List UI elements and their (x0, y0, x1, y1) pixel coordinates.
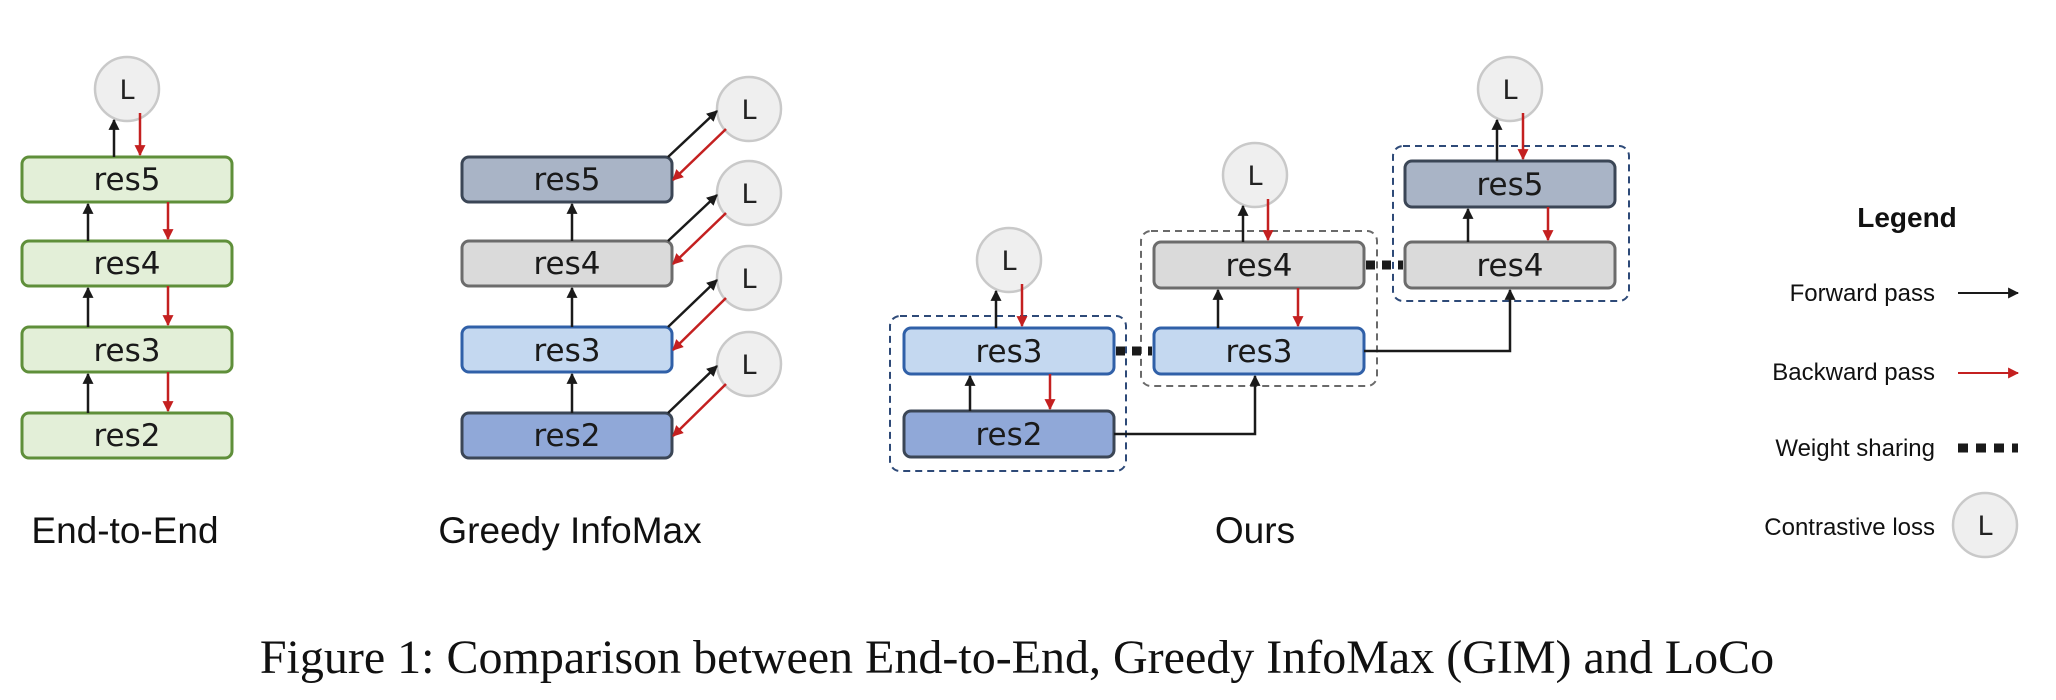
block-label: res2 (975, 417, 1042, 453)
panel-end-to-end: L res5 res4 res3 res2 End-to-End (20, 55, 234, 551)
loss-label: L (741, 264, 756, 295)
panel-title: Ours (1215, 510, 1295, 551)
panel-title: Greedy InfoMax (438, 510, 702, 551)
legend: Legend Forward pass Backward pass Weight… (1764, 202, 2020, 559)
legend-label-backward: Backward pass (1772, 359, 1935, 386)
block-label: res5 (533, 162, 600, 198)
backward-arrow (672, 297, 727, 351)
block-label: res3 (533, 333, 600, 369)
panel-title: End-to-End (31, 510, 218, 551)
stage-group-2 (1140, 230, 1378, 387)
legend-title: Legend (1857, 202, 1957, 233)
loss-label: L (741, 95, 756, 126)
block-res2: res2 (902, 409, 1116, 459)
forward-connector (1114, 374, 1261, 436)
stage-group-1 (889, 315, 1127, 472)
block-res5: res5 (20, 155, 234, 204)
block-label: res4 (93, 246, 160, 282)
loss-node: L (1221, 141, 1289, 209)
loss-node: L (715, 330, 783, 398)
forward-arrow (667, 279, 718, 328)
block-res5: res5 (1403, 159, 1617, 209)
block-label: res3 (1225, 334, 1292, 370)
loss-node: L (715, 159, 783, 227)
block-res3: res3 (20, 325, 234, 374)
block-label: res4 (1225, 248, 1292, 284)
loss-label: L (1502, 75, 1517, 106)
loss-node: L (975, 226, 1043, 294)
block-label: res4 (1476, 248, 1543, 284)
loss-node: L (715, 244, 783, 312)
backward-arrow (672, 128, 727, 181)
block-label: res2 (533, 418, 600, 454)
forward-arrow (667, 194, 718, 242)
block-label: res3 (975, 334, 1042, 370)
block-res2: res2 (20, 411, 234, 460)
block-label: res4 (533, 246, 600, 282)
loss-label: L (741, 350, 756, 381)
block-label: res5 (1476, 167, 1543, 203)
block-label: res5 (93, 162, 160, 198)
block-res5: res5 (460, 155, 674, 204)
loss-label: L (1001, 246, 1016, 277)
loss-label: L (741, 179, 756, 210)
forward-connector (1364, 288, 1516, 353)
block-res4: res4 (460, 239, 674, 288)
block-res4: res4 (1152, 240, 1366, 290)
block-res2: res2 (460, 411, 674, 460)
stage-group-3 (1392, 145, 1630, 302)
loss-node: L (715, 75, 783, 143)
forward-arrow (667, 365, 718, 414)
figure-caption: Figure 1: Comparison between End-to-End,… (260, 631, 1774, 684)
legend-loss-icon: L (1951, 491, 2019, 559)
backward-arrow (672, 212, 727, 265)
loss-label: L (1247, 161, 1262, 192)
forward-arrow (667, 110, 718, 158)
block-res3: res3 (460, 325, 674, 374)
legend-label-forward: Forward pass (1790, 280, 1935, 307)
legend-label-weight-sharing: Weight sharing (1775, 435, 1935, 462)
block-res4: res4 (20, 239, 234, 288)
panel-ours: res3 res2 L res4 res3 L (889, 55, 1630, 551)
block-res3: res3 (902, 326, 1116, 376)
loss-label: L (1977, 511, 1992, 542)
panel-greedy-infomax: res5 res4 res3 res2 L L L (438, 75, 783, 551)
block-label: res2 (93, 418, 160, 454)
loss-label: L (119, 75, 134, 106)
backward-arrow (672, 383, 727, 437)
loss-node: L (1476, 55, 1544, 123)
block-res4: res4 (1403, 240, 1617, 290)
legend-label-contrastive: Contrastive loss (1764, 514, 1935, 541)
block-label: res3 (93, 333, 160, 369)
loss-node: L (93, 55, 161, 123)
block-res3: res3 (1152, 326, 1366, 376)
